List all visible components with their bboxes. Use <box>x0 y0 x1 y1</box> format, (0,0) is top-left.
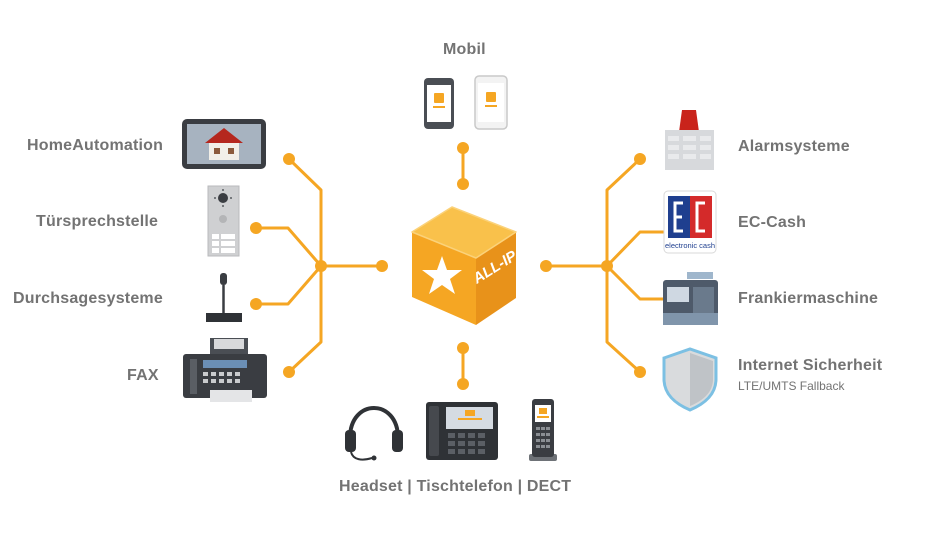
microphone-icon <box>206 273 242 322</box>
label-internet-sicherheit: Internet Sicherheit <box>738 357 883 374</box>
label-homeautomation: HomeAutomation <box>27 137 164 154</box>
franking-machine-icon <box>663 272 718 325</box>
ec-card-icon: electronic cash <box>663 190 717 254</box>
label-durchsagesysteme: Durchsagesysteme <box>13 290 163 307</box>
connector-lines <box>254 146 673 386</box>
label-bottom-devices: Headset | Tischtelefon | DECT <box>339 478 572 495</box>
smartphone-icon <box>424 75 508 130</box>
label-tuersprechstelle: Türsprechstelle <box>36 213 159 230</box>
label-frankiermaschine: Frankiermaschine <box>738 290 879 307</box>
ec-card-text: electronic cash <box>665 241 715 250</box>
label-alarmsysteme: Alarmsysteme <box>738 138 850 155</box>
headset-icon <box>345 406 403 461</box>
label-mobil: Mobil <box>443 41 486 58</box>
connector-dots <box>250 142 677 390</box>
shield-icon <box>662 347 718 412</box>
star-cube-icon <box>411 206 517 325</box>
label-fax: FAX <box>127 367 159 384</box>
dect-phone-icon <box>529 399 557 461</box>
alarm-icon <box>665 110 714 170</box>
fax-icon <box>183 338 267 402</box>
door-intercom-icon <box>207 185 240 257</box>
desk-phone-icon <box>426 402 498 460</box>
label-ec-cash: EC-Cash <box>738 214 807 231</box>
label-lte-umts-fallback: LTE/UMTS Fallback <box>738 379 845 393</box>
tablet-house-icon <box>182 119 266 169</box>
